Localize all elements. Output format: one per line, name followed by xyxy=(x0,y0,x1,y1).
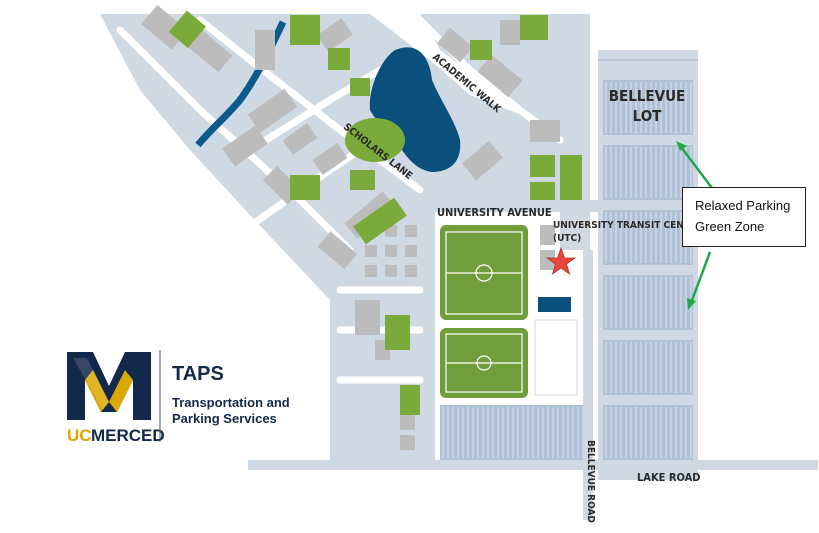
utc-label-line2: (UTC) xyxy=(553,233,581,244)
callout-arrows xyxy=(676,141,713,310)
lake-road-label: LAKE ROAD xyxy=(637,471,700,484)
merced-text: MERCED xyxy=(91,426,165,445)
bellevue-lot-label-line2: LOT xyxy=(633,107,663,125)
callout-line2: Green Zone xyxy=(695,219,765,234)
pool xyxy=(538,297,571,312)
star-icon xyxy=(545,246,577,275)
ucmerced-taps-logo: UC MERCED TAPS Transportation and Parkin… xyxy=(67,350,307,450)
green-spaces xyxy=(168,10,582,415)
south-parking xyxy=(440,405,585,460)
uc-text: UC xyxy=(67,426,92,445)
lake xyxy=(369,47,461,173)
bellevue-road-label: BELLEVUE ROAD xyxy=(585,440,596,523)
taps-tagline-line2: Parking Services xyxy=(172,411,277,426)
taps-tagline-line1: Transportation and xyxy=(172,395,290,410)
lake-island xyxy=(345,118,405,162)
university-avenue-label: UNIVERSITY AVENUE xyxy=(437,206,552,219)
callout-line1: Relaxed Parking xyxy=(695,198,791,213)
plaza xyxy=(534,319,578,396)
bellevue-lot xyxy=(598,50,698,480)
roads xyxy=(248,200,818,520)
utc-label-line1: UNIVERSITY TRANSIT CENTER xyxy=(553,220,703,231)
bellevue-lot-label-line1: BELLEVUE xyxy=(609,87,686,105)
sports-fields xyxy=(440,225,528,398)
relaxed-parking-callout: Relaxed Parking Green Zone xyxy=(682,187,806,247)
taps-title: TAPS xyxy=(172,363,224,385)
ucmerced-monogram-icon xyxy=(67,352,151,420)
